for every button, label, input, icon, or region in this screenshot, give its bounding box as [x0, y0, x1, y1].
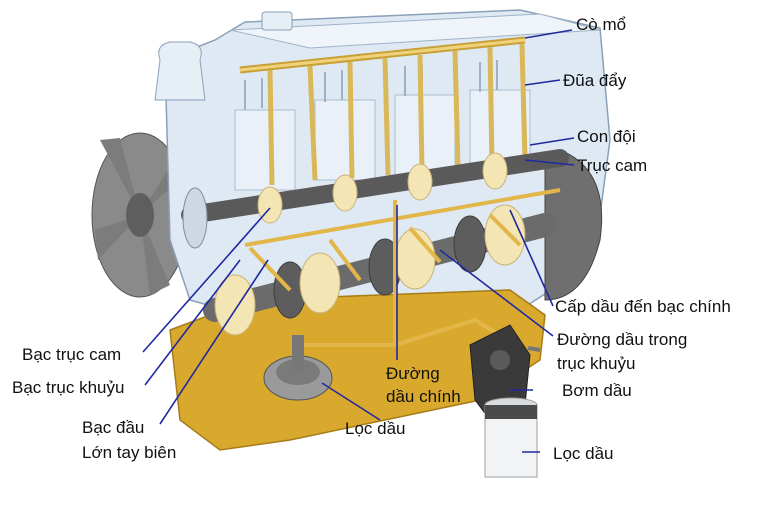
- label-bom-dau: Bơm dầu: [562, 381, 632, 400]
- label-co-mo: Cò mổ: [576, 15, 626, 34]
- label-dua-day: Đũa đẩy: [563, 71, 627, 90]
- label-cap-dau-bac-chinh: Cấp dầu đến bạc chính: [555, 297, 731, 316]
- label-duong-dau-chinh-1: Đường: [386, 364, 440, 383]
- label-loc-dau-right: Lọc dầu: [553, 444, 614, 463]
- rocker-and-pushrods: [239, 36, 528, 186]
- label-bac-truc-khuyu: Bạc trục khuỷu: [12, 378, 124, 397]
- label-bac-dau-2: Lớn tay biên: [82, 443, 176, 462]
- leader-lines: [142, 29, 575, 453]
- oil-pump: [469, 324, 541, 421]
- label-bac-dau-1: Bạc đầu: [82, 418, 144, 437]
- crankshaft: [203, 204, 557, 336]
- cylinders: [234, 60, 531, 191]
- label-truc-cam: Trục cam: [577, 156, 647, 175]
- sump-oil-filter: [263, 335, 333, 401]
- external-oil-filter: [484, 397, 538, 478]
- label-duong-dau-chinh-2: dầu chính: [386, 387, 461, 406]
- cooling-fan: [91, 132, 189, 298]
- label-bac-truc-cam: Bạc trục cam: [22, 345, 121, 364]
- camshaft: [181, 149, 569, 249]
- label-duong-dau-truc-khuyu-1: Đường dầu trong: [557, 330, 687, 349]
- oil-passages: [244, 188, 561, 347]
- label-con-doi: Con đội: [577, 127, 636, 146]
- label-duong-dau-truc-khuyu-2: trục khuỷu: [557, 354, 635, 373]
- label-loc-dau-bottom: Lọc dầu: [345, 419, 406, 438]
